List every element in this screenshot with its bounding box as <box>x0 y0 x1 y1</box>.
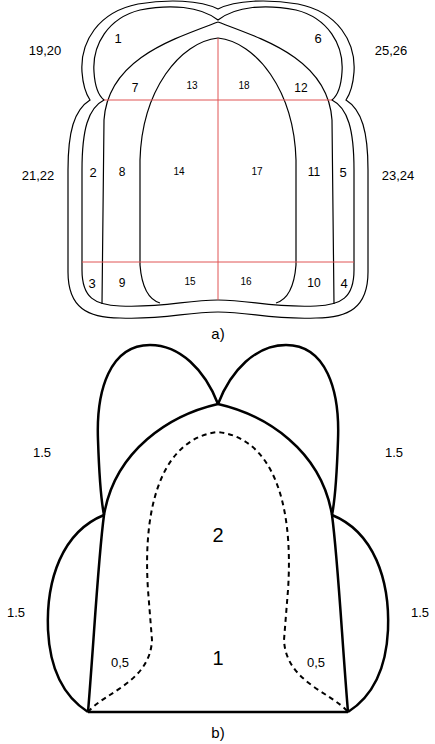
zone-number: 10 <box>307 277 320 289</box>
zone-number: 13 <box>186 81 197 91</box>
base-line <box>88 711 348 714</box>
zone-number: 14 <box>173 167 184 177</box>
lobe-outline <box>218 345 338 515</box>
zone-number: 6 <box>314 32 321 45</box>
thickness-value: 1.5 <box>33 446 51 459</box>
panel-label: a) <box>211 326 224 341</box>
zone-number: 15 <box>184 277 195 287</box>
dashed-zone-line <box>88 432 348 712</box>
zone-number: 1 <box>212 648 223 668</box>
zone-number: 17 <box>251 167 262 177</box>
zone-number: 16 <box>240 277 251 287</box>
zone-number: 2 <box>212 525 223 545</box>
zone-number: 19,20 <box>29 44 62 57</box>
zone-number: 1 <box>114 32 121 45</box>
thickness-value: 1.5 <box>7 606 25 619</box>
lobe-outline <box>332 515 388 712</box>
grid-line <box>218 38 219 300</box>
zone-number: 11 <box>308 166 320 178</box>
zone-number: 7 <box>132 82 139 94</box>
thickness-value: 0,5 <box>111 656 129 669</box>
thickness-value: 1.5 <box>411 606 429 619</box>
zone-number: 23,24 <box>382 169 415 182</box>
zone-number: 18 <box>238 81 249 91</box>
zone-number: 21,22 <box>22 169 55 182</box>
palate-zones-b <box>48 345 388 712</box>
palate-line <box>140 38 296 303</box>
zone-number: 8 <box>119 166 126 178</box>
zone-number: 3 <box>88 277 95 290</box>
zone-number: 4 <box>340 277 347 290</box>
palate-zones-a <box>68 1 368 318</box>
zone-number: 2 <box>89 166 96 179</box>
grid-lines <box>82 38 354 300</box>
zone-number: 12 <box>294 82 307 94</box>
zone-number: 5 <box>339 166 346 179</box>
inner-outline <box>82 7 354 307</box>
thickness-value: 1.5 <box>385 446 403 459</box>
zone-number: 9 <box>119 277 126 289</box>
zone-number: 25,26 <box>375 44 408 57</box>
thickness-value: 0,5 <box>307 656 325 669</box>
lobe-outline <box>48 515 104 712</box>
outer-outline <box>68 1 368 318</box>
panel-label: b) <box>211 725 224 740</box>
arch-outline <box>88 404 348 712</box>
